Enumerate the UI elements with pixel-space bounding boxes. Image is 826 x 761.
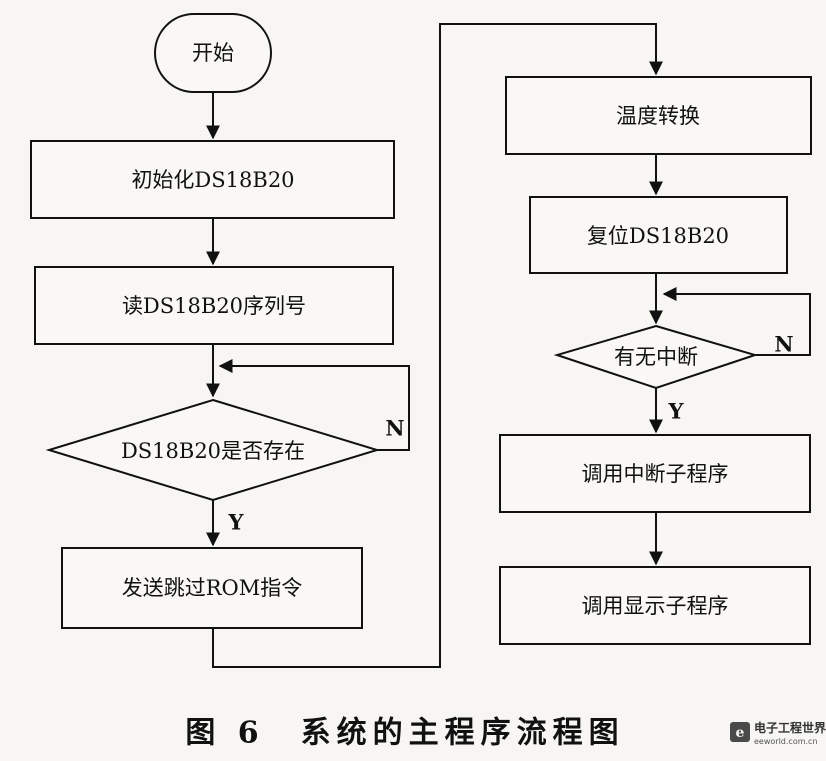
node-call-display-box: [499, 566, 811, 645]
node-skip-rom-box: [61, 547, 363, 629]
label-reset: 复位DS18B20: [587, 224, 729, 248]
figure-caption: 图 6 系统的主程序流程图: [185, 716, 624, 751]
node-start-terminal: [154, 13, 272, 93]
edge-skip-to-convert: [212, 23, 663, 668]
edge-exists-no-loop: [218, 359, 410, 451]
node-call-isr-box: [499, 434, 811, 513]
label-init: 初始化DS18B20: [131, 168, 294, 192]
label-interrupt: 有无中断: [614, 345, 698, 369]
node-read-serial-box: [34, 266, 394, 345]
node-convert-box: [505, 76, 812, 155]
watermark-url: eeworld.com.cn: [754, 737, 818, 746]
label-exists: DS18B20是否存在: [121, 439, 305, 463]
watermark-logo-icon: [730, 722, 750, 742]
label-call-isr: 调用中断子程序: [582, 462, 729, 486]
edge-interrupt-no-loop: [662, 287, 811, 356]
node-reset-box: [529, 196, 788, 274]
edge-label-interrupt-yes: Y: [668, 399, 685, 424]
label-call-display: 调用显示子程序: [582, 594, 729, 618]
edge-label-interrupt-no: N: [774, 332, 793, 357]
node-exists-decision: [45, 398, 381, 502]
node-interrupt-decision: [553, 324, 759, 390]
label-read-serial: 读DS18B20序列号: [122, 294, 306, 318]
label-skip-rom: 发送跳过ROM指令: [122, 576, 303, 600]
watermark-name: 电子工程世界: [754, 720, 826, 735]
label-convert: 温度转换: [616, 104, 700, 128]
watermark-logo-glyph: e: [736, 725, 745, 741]
watermark-logo: e 电子工程世界 eeworld.com.cn: [730, 720, 826, 746]
edge-label-exists-no: N: [385, 416, 404, 441]
edge-label-exists-yes: Y: [228, 510, 245, 535]
label-start: 开始: [192, 41, 234, 65]
node-init-box: [30, 140, 395, 219]
